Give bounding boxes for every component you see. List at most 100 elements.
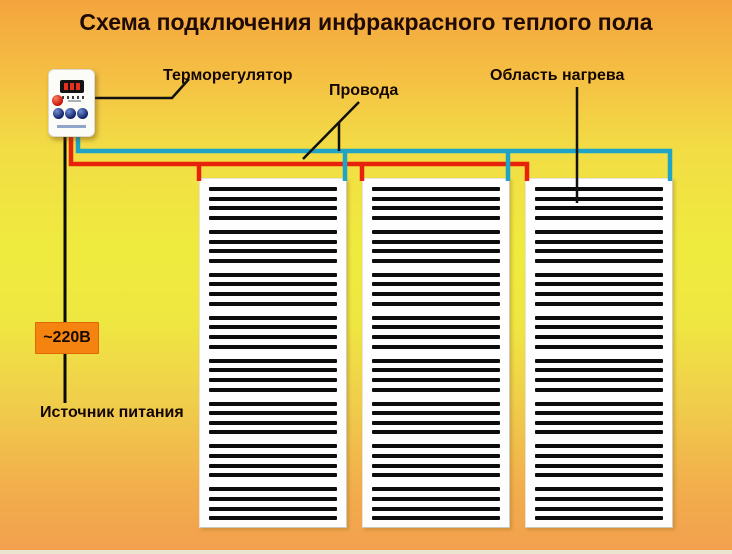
- heating-stripe: [535, 420, 663, 425]
- heating-stripe: [372, 196, 500, 201]
- heating-stripe: [209, 325, 337, 330]
- heating-stripe: [535, 229, 663, 234]
- heating-stripe: [372, 506, 500, 511]
- button-caption-text: [68, 100, 81, 102]
- thermostat-display: [60, 80, 84, 93]
- heating-stripe: [535, 506, 663, 511]
- heating-stripe: [535, 463, 663, 468]
- heating-stripe: [209, 258, 337, 263]
- control-button-1: [53, 108, 64, 119]
- heating-stripe: [535, 377, 663, 382]
- heating-stripe: [535, 430, 663, 435]
- thermostat-pointer-line: [95, 78, 190, 100]
- heating-stripe: [209, 454, 337, 459]
- heating-stripe: [209, 387, 337, 392]
- label-thermostat: Терморегулятор: [163, 67, 293, 84]
- display-digit: [76, 83, 80, 90]
- heating-stripe: [209, 315, 337, 320]
- heating-stripe: [209, 358, 337, 363]
- heating-stripe: [209, 239, 337, 244]
- image-bottom-edge: [0, 550, 732, 554]
- heating-stripe: [209, 463, 337, 468]
- label-wires: Провода: [329, 82, 399, 99]
- heating-stripe: [209, 411, 337, 416]
- label-heating-area: Область нагрева: [490, 67, 625, 84]
- heating-stripe: [209, 282, 337, 287]
- heating-stripe: [209, 473, 337, 478]
- heating-stripe: [535, 487, 663, 492]
- thermostat-indicator-dots: [62, 96, 84, 99]
- heating-stripe: [372, 368, 500, 373]
- heating-stripe: [209, 368, 337, 373]
- page-title: Схема подключения инфракрасного теплого …: [79, 9, 653, 35]
- heating-stripe: [535, 516, 663, 521]
- heating-stripe: [372, 401, 500, 406]
- heating-stripe: [535, 368, 663, 373]
- label-power-source: Источник питания: [40, 404, 184, 421]
- heating-stripe: [372, 377, 500, 382]
- heating-stripe: [535, 196, 663, 201]
- heating-stripe: [209, 496, 337, 501]
- thermostat-device: [48, 69, 95, 137]
- heating-stripe: [535, 292, 663, 297]
- heating-stripe: [535, 301, 663, 306]
- heating-stripe: [535, 325, 663, 330]
- heating-stripe: [535, 315, 663, 320]
- heating-stripe: [209, 206, 337, 211]
- heating-stripe: [209, 420, 337, 425]
- heating-stripe: [209, 516, 337, 521]
- heating-stripe: [209, 249, 337, 254]
- heating-stripe: [535, 335, 663, 339]
- heating-stripe: [372, 249, 500, 254]
- heating-stripe: [372, 454, 500, 459]
- heating-stripe: [372, 215, 500, 220]
- heating-stripe: [535, 344, 663, 349]
- voltage-badge: ~220В: [35, 322, 99, 354]
- heating-panel-2: [362, 178, 510, 528]
- heating-stripe: [372, 444, 500, 449]
- heating-stripe: [372, 335, 500, 339]
- heating-stripe: [535, 496, 663, 501]
- heating-stripe: [209, 344, 337, 349]
- heating-stripe: [535, 444, 663, 449]
- heating-stripe: [372, 473, 500, 478]
- power-button: [52, 95, 63, 106]
- heating-stripe: [372, 516, 500, 521]
- heating-stripe: [209, 187, 337, 191]
- heating-stripe: [372, 430, 500, 435]
- display-digit: [64, 83, 68, 90]
- heating-stripe: [209, 229, 337, 234]
- heating-stripe: [209, 196, 337, 201]
- heating-stripe: [372, 229, 500, 234]
- heating-stripe: [535, 206, 663, 211]
- heating-stripe: [209, 272, 337, 277]
- heating-stripe: [372, 387, 500, 392]
- display-digit: [70, 83, 74, 90]
- heating-stripe: [209, 430, 337, 435]
- heating-stripe: [535, 401, 663, 406]
- brand-text: [57, 125, 86, 128]
- heating-stripe: [535, 473, 663, 478]
- heating-stripe: [535, 239, 663, 244]
- heating-stripe: [372, 187, 500, 191]
- heating-stripe: [535, 411, 663, 416]
- heating-stripe: [535, 187, 663, 191]
- heating-stripe: [209, 377, 337, 382]
- heating-stripe: [535, 272, 663, 277]
- heating-stripe: [372, 272, 500, 277]
- heating-stripe: [535, 358, 663, 363]
- heating-stripe: [372, 315, 500, 320]
- heating-stripe: [535, 387, 663, 392]
- heating-stripe: [209, 506, 337, 511]
- control-button-3: [77, 108, 88, 119]
- phase-wire-red: [68, 136, 530, 181]
- heating-stripe: [209, 301, 337, 306]
- heating-stripe: [209, 444, 337, 449]
- heating-stripe: [535, 258, 663, 263]
- heating-stripe: [209, 335, 337, 339]
- heating-stripe: [372, 282, 500, 287]
- control-button-2: [65, 108, 76, 119]
- heating-stripe: [535, 454, 663, 459]
- heating-stripe: [372, 206, 500, 211]
